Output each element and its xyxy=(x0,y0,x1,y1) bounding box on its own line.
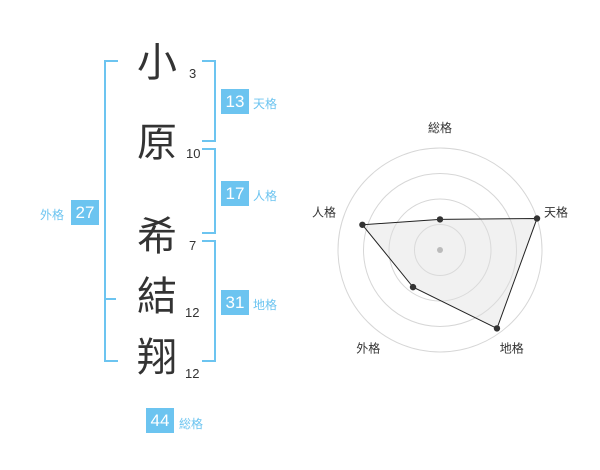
stroke-count-2: 10 xyxy=(186,146,201,161)
radar-axis-label-2: 天格 xyxy=(544,204,568,219)
radar-axis-label-4: 外格 xyxy=(356,341,380,356)
radar-point-5 xyxy=(359,221,366,228)
radar-point-1 xyxy=(436,216,444,223)
radar-point-4 xyxy=(409,283,417,291)
gai-label: 外格 xyxy=(40,208,65,222)
radar-ring xyxy=(337,147,543,353)
name-char-3: 希 xyxy=(137,214,177,260)
name-char-4: 結 xyxy=(137,274,177,320)
ten-value-badge: 13 xyxy=(221,89,249,114)
stroke-count-3: 7 xyxy=(189,238,197,253)
chi-bracket xyxy=(202,240,216,362)
radar-ring xyxy=(388,198,492,302)
name-char-2: 原 xyxy=(137,120,177,166)
jin-label: 人格 xyxy=(253,189,278,203)
name-char-5: 翔 xyxy=(137,335,177,381)
radar-point-2 xyxy=(533,215,541,222)
chi-label: 地格 xyxy=(253,298,278,312)
radar-area xyxy=(361,217,538,330)
ten-bracket xyxy=(202,60,216,142)
radar-ring xyxy=(363,173,517,327)
radar-center-dot xyxy=(437,247,443,253)
radar-axis-label-1: 総格 xyxy=(428,120,452,135)
so-value-badge: 44 xyxy=(146,408,174,433)
jin-bracket xyxy=(202,148,216,234)
radar-axis-label-5: 人格 xyxy=(312,204,336,219)
name-char-1: 小 xyxy=(137,40,177,86)
so-label: 総格 xyxy=(179,417,204,431)
chi-value-badge: 31 xyxy=(221,290,249,315)
stroke-count-5: 12 xyxy=(185,366,200,381)
gai-value-badge: 27 xyxy=(71,200,99,225)
stroke-count-4: 12 xyxy=(185,305,200,320)
radar-ring xyxy=(414,224,466,276)
gai-bracket xyxy=(104,60,118,362)
radar-axis-label-3: 地格 xyxy=(500,341,524,356)
stroke-count-1: 3 xyxy=(189,66,197,81)
ten-label: 天格 xyxy=(253,97,278,111)
gai-bracket-divider xyxy=(104,298,116,300)
jin-value-badge: 17 xyxy=(221,181,249,206)
radar-point-3 xyxy=(493,325,501,332)
